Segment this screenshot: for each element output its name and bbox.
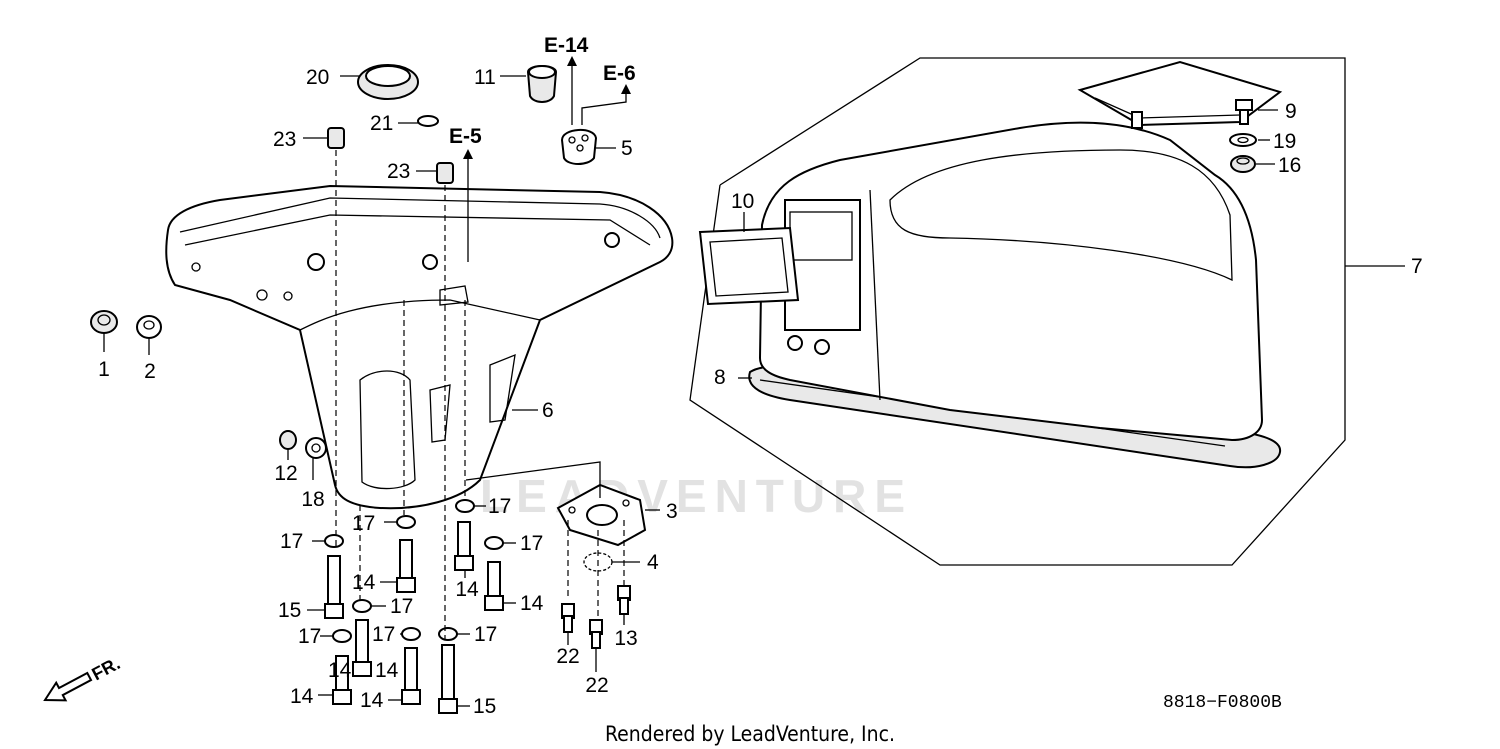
- reference-arrows: [463, 56, 631, 262]
- reference-label[interactable]: E-5: [449, 125, 482, 148]
- callout-label: 14: [328, 659, 352, 682]
- dowel-23b-part[interactable]: [436, 162, 454, 184]
- callout-label: 14: [290, 685, 314, 708]
- fitting-5-part[interactable]: [560, 129, 598, 165]
- callout-label: 5: [621, 137, 633, 160]
- bolt-14b-part[interactable]: [454, 521, 474, 571]
- front-label: FR.: [88, 653, 123, 684]
- cover-lid-part[interactable]: [1077, 60, 1283, 129]
- callout-label: 20: [306, 66, 329, 89]
- bolt-14f-part[interactable]: [401, 647, 421, 705]
- callout-label: 14: [375, 659, 399, 682]
- callout-label: 17: [520, 532, 543, 555]
- callout-label: 13: [614, 627, 637, 650]
- callout-label: 15: [473, 695, 496, 718]
- callout-label: 4: [647, 551, 659, 574]
- bolt-14a-part[interactable]: [396, 539, 416, 593]
- front-direction-indicator: FR.: [43, 653, 123, 702]
- callout-label: 17: [488, 495, 511, 518]
- callout-label: 17: [372, 623, 395, 646]
- o-ring-21-part[interactable]: [417, 115, 439, 127]
- callout-label: 17: [298, 625, 321, 648]
- assembly-lines: [335, 150, 625, 640]
- callout-label: 6: [542, 399, 554, 422]
- bolt-13-part[interactable]: [617, 585, 631, 615]
- callout-label: 22: [556, 645, 579, 668]
- leader-lines: [103, 75, 1405, 707]
- callout-label: 17: [390, 595, 413, 618]
- bolt-14e-part[interactable]: [332, 655, 352, 705]
- callout-label: 2: [144, 360, 156, 383]
- callout-label: 21: [370, 112, 393, 135]
- bolt-22b-part[interactable]: [589, 619, 603, 649]
- bolt-14d-part[interactable]: [352, 619, 372, 677]
- callout-label: 3: [666, 500, 678, 523]
- callout-labels: 1 2 3 4 5 6 7 8 9 10 11 12 13 14 14 14 1…: [98, 66, 1423, 718]
- reference-labels: E-14 E-6 E-5: [449, 34, 636, 148]
- callout-label: 9: [1285, 100, 1297, 123]
- washer-18-part[interactable]: [305, 437, 327, 459]
- credit-text: Rendered by LeadVenture, Inc.: [605, 722, 895, 746]
- callout-label: 17: [474, 623, 497, 646]
- washer-19-part[interactable]: [1229, 133, 1257, 147]
- callout-label: 17: [352, 512, 375, 535]
- bolt-15b-part[interactable]: [438, 644, 458, 714]
- cover-group-outline: [689, 57, 1346, 566]
- grommet-11-part[interactable]: [526, 65, 558, 103]
- callout-label: 11: [474, 66, 496, 89]
- reference-label[interactable]: E-14: [544, 34, 589, 57]
- callout-label: 14: [352, 571, 376, 594]
- callout-label: 19: [1273, 130, 1296, 153]
- front-arrow-icon: [43, 671, 93, 702]
- callout-label: 7: [1411, 255, 1423, 278]
- plug-1-part[interactable]: [90, 310, 118, 334]
- watermark-text: LEADVENTURE: [480, 470, 913, 522]
- callout-label: 1: [98, 358, 110, 381]
- callout-label: 14: [455, 578, 479, 601]
- bolt-14c-part[interactable]: [484, 561, 504, 611]
- bolt-15a-part[interactable]: [324, 555, 344, 619]
- callout-label: 15: [278, 599, 301, 622]
- nut-12-part[interactable]: [279, 430, 297, 450]
- diagram-code: 8818−F0800B: [1163, 693, 1282, 713]
- callout-label: 18: [301, 488, 324, 511]
- callout-label: 17: [280, 530, 303, 553]
- callout-label: 14: [520, 592, 544, 615]
- seal-20-part[interactable]: [357, 64, 419, 100]
- lid-screw-part[interactable]: [1235, 99, 1253, 125]
- callout-label: 8: [714, 366, 726, 389]
- callout-label: 12: [274, 462, 297, 485]
- engine-cover-part[interactable]: [758, 121, 1264, 442]
- callout-label: 23: [273, 128, 296, 151]
- callout-label: 10: [731, 190, 754, 213]
- dowel-23a-part[interactable]: [327, 127, 345, 149]
- bolt-22a-part[interactable]: [561, 603, 575, 633]
- callout-label: 14: [360, 689, 384, 712]
- callout-label: 22: [585, 674, 608, 697]
- grommet-16-part[interactable]: [1230, 155, 1256, 173]
- callout-label: 23: [387, 160, 410, 183]
- reference-label[interactable]: E-6: [603, 62, 636, 85]
- callout-label: 16: [1278, 154, 1301, 177]
- under-case-part[interactable]: [165, 184, 674, 510]
- vent-seal-part[interactable]: [698, 226, 800, 306]
- plug-2-part[interactable]: [136, 315, 162, 339]
